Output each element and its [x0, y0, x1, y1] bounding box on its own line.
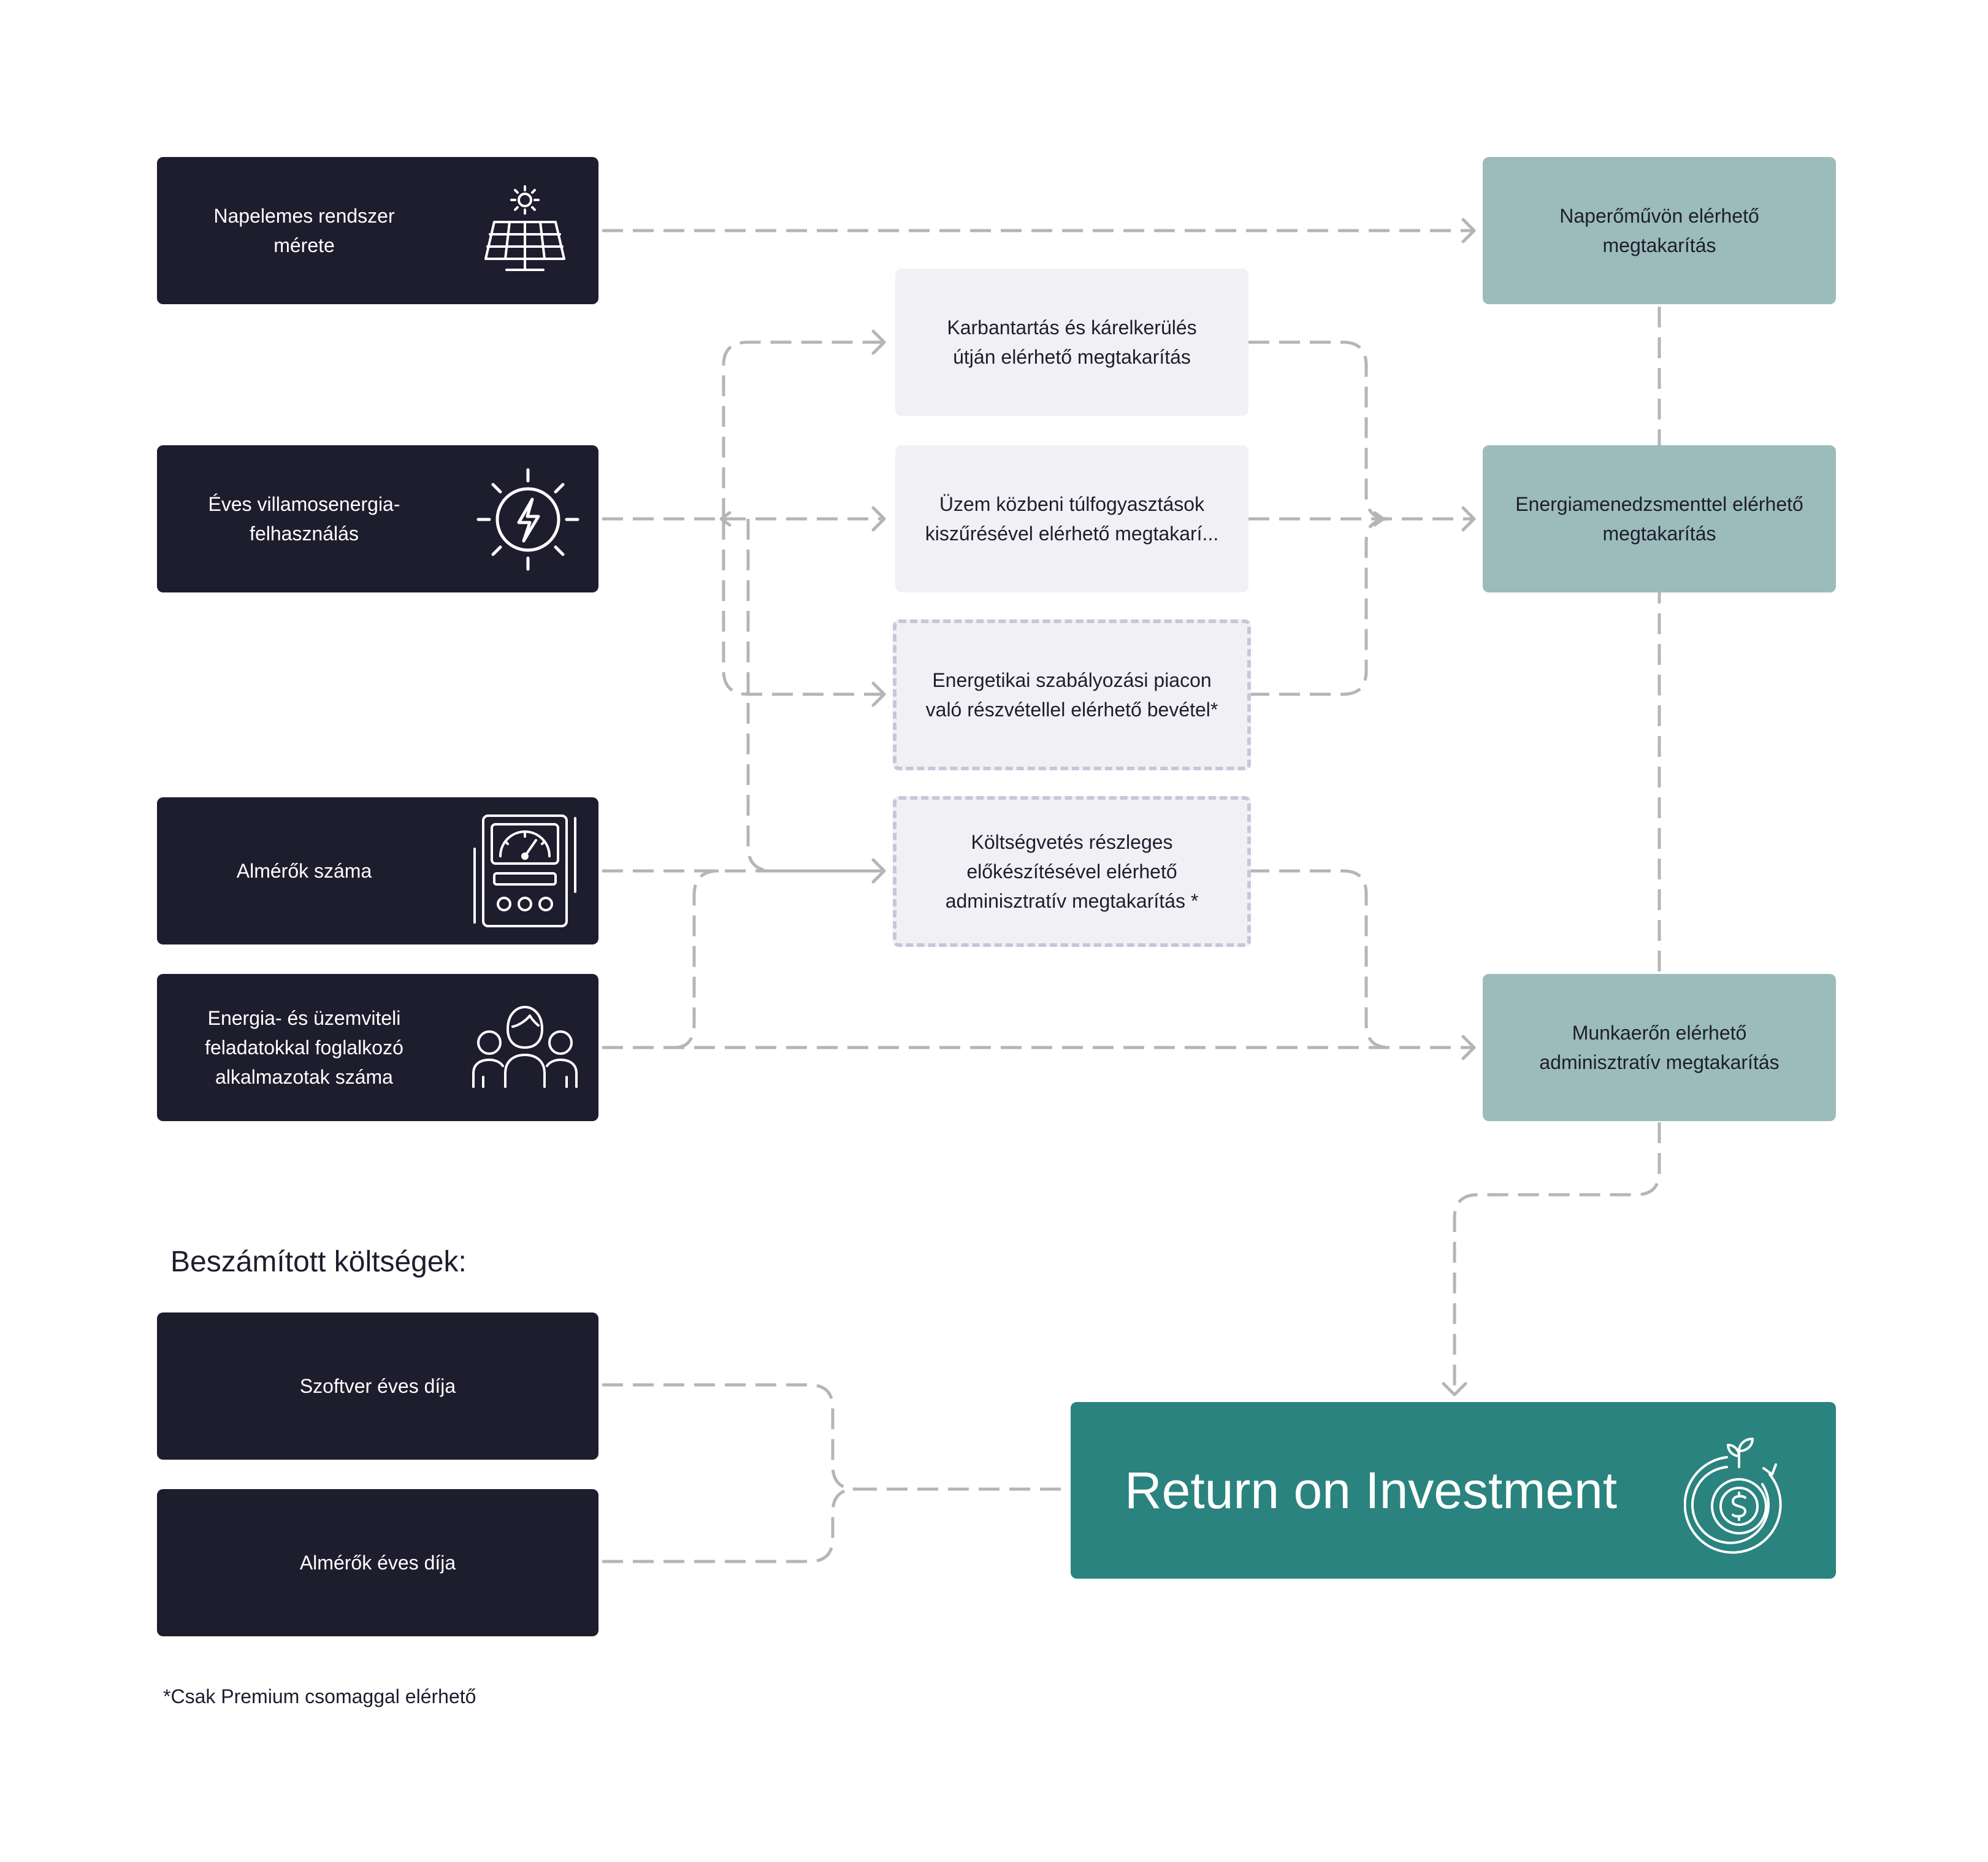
connector-employees-to-budget [674, 869, 719, 1049]
roi-box: Return on Investment [1071, 1402, 1836, 1579]
source-label: Karbantartás és kárelkerülés útján elérh… [947, 316, 1197, 368]
arrowhead [1461, 506, 1476, 532]
solar-panel-icon [484, 185, 565, 271]
input-annual-consumption: Éves villamosenergia- felhasználás [157, 445, 598, 592]
connector-trunk-to-budget [746, 519, 883, 873]
source-overconsumption: Üzem közbeni túlfogyasztások kiszűréséve… [895, 445, 1248, 592]
arrowhead [871, 329, 886, 355]
arrowhead [871, 681, 886, 707]
input-label: Éves villamosenergia- felhasználás [208, 493, 400, 545]
connector-budget-to-labor [1248, 869, 1390, 1049]
meter-icon [473, 814, 576, 927]
lightning-sun-icon [476, 468, 579, 571]
source-label: Energetikai szabályozási piacon való rés… [925, 669, 1218, 721]
arrowhead [871, 858, 886, 884]
input-label: Almérők száma [236, 860, 372, 882]
source-regulation-market: Energetikai szabályozási piacon való rés… [893, 619, 1251, 770]
costs-heading: Beszámított költségek: [170, 1246, 467, 1278]
roi-title: Return on Investment [1125, 1462, 1618, 1519]
connector-maintenance-to-energy-mgmt [1248, 340, 1390, 521]
money-growth-icon [1684, 1438, 1782, 1554]
arrowhead [1461, 218, 1476, 243]
input-solar-size: Napelemes rendszer mérete [157, 157, 598, 304]
outcome-energy-management-savings: Energiamenedzsmenttel elérhető megtakarí… [1483, 445, 1836, 592]
arrowhead [1442, 1382, 1467, 1396]
source-budget-prep: Költségvetés részleges előkészítésével e… [893, 796, 1251, 947]
outcome-solar-savings: Naperőművön elérhető megtakarítás [1483, 157, 1836, 304]
source-maintenance: Karbantartás és kárelkerülés útján elérh… [895, 269, 1248, 416]
connector-labor-to-roi [1453, 1122, 1661, 1392]
connector-trunk-to-regulation [722, 519, 883, 696]
cost-software-fee: Szoftver éves díja [157, 1312, 598, 1460]
input-submeter-count: Almérők száma [157, 797, 598, 944]
arrowhead [719, 511, 732, 527]
cost-label: Almérők éves díja [299, 1552, 456, 1574]
cost-submeter-fee: Almérők éves díja [157, 1489, 598, 1636]
input-label: Napelemes rendszer mérete [213, 205, 395, 256]
connector-software-to-roi [602, 1383, 857, 1491]
premium-footnote: *Csak Premium csomaggal elérhető [163, 1685, 476, 1707]
outcome-label: Energiamenedzsmenttel elérhető megtakarí… [1515, 493, 1803, 545]
arrowhead [871, 506, 886, 532]
outcome-label: Munkaerőn elérhető adminisztratív megtak… [1539, 1022, 1780, 1073]
arrowhead [1373, 511, 1385, 527]
connector-trunk-to-maintenance [722, 340, 883, 519]
cost-label: Szoftver éves díja [299, 1375, 456, 1397]
source-label: Üzem közbeni túlfogyasztások kiszűréséve… [925, 493, 1219, 545]
input-employee-count: Energia- és üzemviteli feladatokkal fogl… [157, 974, 598, 1121]
source-label: Költségvetés részleges előkészítésével e… [945, 831, 1199, 912]
input-label: Energia- és üzemviteli feladatokkal fogl… [205, 1007, 403, 1088]
outcome-label: Naperőművön elérhető megtakarítás [1559, 205, 1759, 256]
outcome-labor-savings: Munkaerőn elérhető adminisztratív megtak… [1483, 974, 1836, 1121]
connector-regulation-to-energy-mgmt [1248, 517, 1390, 696]
employees-icon [472, 1006, 578, 1088]
connector-meterfee-to-roi [602, 1487, 857, 1563]
arrowhead [1461, 1035, 1476, 1060]
